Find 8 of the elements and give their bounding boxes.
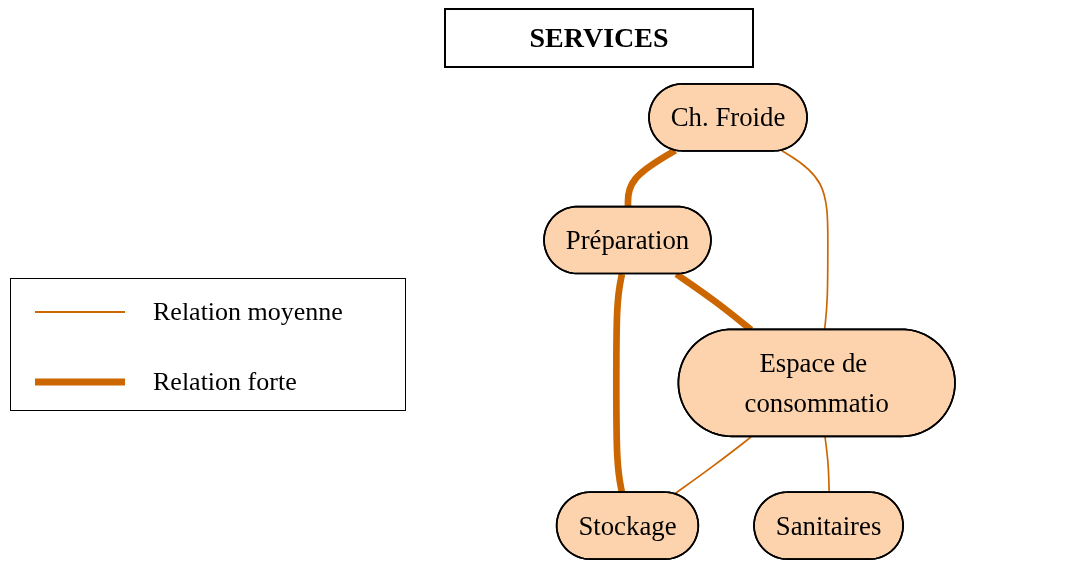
title-box: SERVICES [444, 8, 754, 68]
legend-text: Relation moyenne [153, 297, 343, 327]
connector [673, 436, 752, 495]
connector [612, 273, 626, 494]
connector [824, 436, 830, 494]
legend-text: Relation forte [153, 367, 297, 397]
connector [624, 147, 677, 208]
connector [780, 149, 829, 331]
